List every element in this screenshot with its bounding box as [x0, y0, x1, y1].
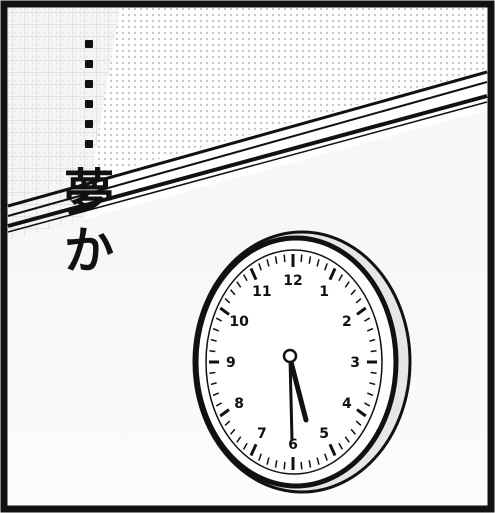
clock-numeral: 9	[226, 355, 236, 371]
clock-tick	[242, 442, 248, 450]
ellipsis-dot	[85, 120, 93, 128]
clock-tick	[300, 461, 303, 470]
clock-tick	[224, 420, 231, 427]
ellipsis-dot	[85, 40, 93, 48]
clock-numeral: 12	[283, 273, 302, 289]
clock-tick	[283, 254, 286, 263]
clock-tick	[219, 408, 230, 418]
ellipsis-dot	[85, 80, 93, 88]
ellipsis-dot	[85, 60, 93, 68]
caption-line-1: 夢	[64, 164, 114, 222]
clock-tick	[367, 392, 374, 397]
clock-numeral: 2	[342, 314, 352, 330]
clock-tick	[258, 453, 262, 461]
clock-tick	[215, 317, 223, 322]
clock-tick	[210, 382, 217, 386]
wall-tone	[8, 8, 487, 200]
clock-tick	[344, 281, 350, 288]
clock-numeral: 11	[252, 284, 271, 300]
clock-tick	[212, 392, 219, 397]
clock-tick	[356, 408, 367, 418]
clock-numeral: 6	[288, 437, 298, 453]
clock-tick	[212, 327, 219, 332]
clock-tick	[283, 461, 286, 470]
clock-tick	[328, 267, 337, 281]
clock-center-pin	[282, 348, 298, 364]
clock-tick	[328, 443, 337, 457]
clock-tick	[369, 382, 376, 386]
clock-tick	[324, 263, 328, 271]
clock-tick	[224, 297, 231, 304]
clock-tick	[355, 297, 362, 304]
clock-tick	[308, 460, 312, 468]
clock-tick	[363, 317, 371, 322]
clock-tick	[209, 371, 216, 375]
clock-hour-hand	[287, 355, 309, 423]
clock-tick	[215, 402, 223, 407]
clock-tick	[242, 274, 248, 282]
caption-vertical: 夢 か	[58, 40, 120, 280]
clock-tick	[370, 371, 377, 375]
wall-molding-line	[7, 81, 488, 217]
clock-numeral: 8	[234, 396, 244, 412]
clock-tick	[210, 338, 217, 342]
clock-numeral: 5	[319, 426, 329, 442]
clock-tick	[324, 453, 328, 461]
clock-tick	[274, 256, 278, 264]
wall-molding-line	[7, 101, 488, 233]
ellipsis-dot	[85, 140, 93, 148]
wall-molding-line	[7, 70, 488, 208]
clock-tick	[230, 428, 236, 435]
clock-tick	[350, 428, 356, 435]
clock-tick	[266, 259, 270, 267]
clock-tick	[274, 460, 278, 468]
wall-molding-line	[7, 94, 488, 228]
clock-tick	[338, 274, 344, 282]
clock-tick	[209, 349, 216, 353]
clock-numeral: 7	[257, 426, 267, 442]
clock-tick	[338, 442, 344, 450]
clock-tick	[300, 254, 303, 263]
clock-tick	[258, 263, 262, 271]
clock-tick	[355, 420, 362, 427]
clock-tick	[369, 338, 376, 342]
clock-tick	[367, 327, 374, 332]
clock-tick	[236, 436, 242, 443]
clock-numeral: 3	[350, 355, 360, 371]
clock-numeral: 10	[229, 314, 249, 330]
clock-tick	[308, 256, 312, 264]
clock-minute-hand	[288, 356, 294, 442]
clock-tick	[219, 306, 230, 316]
clock-tick	[350, 289, 356, 296]
clock-tick	[363, 402, 371, 407]
caption-line-2: か	[64, 222, 114, 280]
clock-tick	[249, 267, 258, 281]
clock-tick	[249, 443, 258, 457]
clock-tick	[356, 306, 367, 316]
clock-numeral: 1	[319, 284, 329, 300]
ellipsis-dot	[85, 100, 93, 108]
clock-tick	[266, 457, 270, 465]
clock-tick	[316, 457, 320, 465]
clock-tick	[230, 289, 236, 296]
clock-tick	[316, 259, 320, 267]
window-grid	[8, 8, 120, 250]
clock-tick	[236, 281, 242, 288]
clock-tick	[344, 436, 350, 443]
clock-numeral: 4	[342, 396, 352, 412]
ellipsis-dots	[85, 40, 93, 148]
clock-tick	[370, 349, 377, 353]
